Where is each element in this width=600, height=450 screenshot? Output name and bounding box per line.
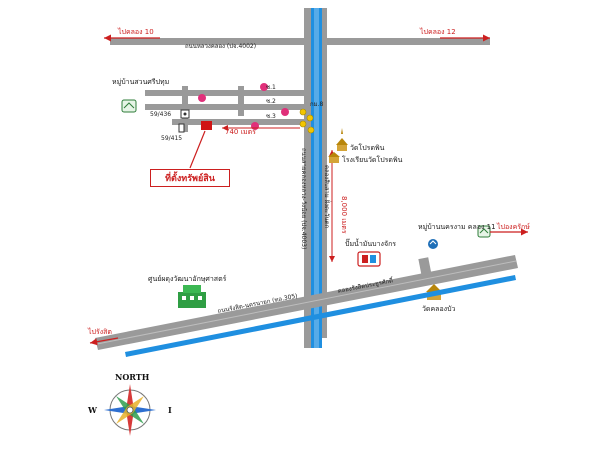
temple-label: วัดโปรดพิน [350,143,385,152]
pin-soi1 [260,83,268,91]
soi3-label: ซ.3 [266,113,276,120]
pin-soi2-right [281,108,289,116]
to-khlong12-label: ไปคลอง 12 [419,27,456,36]
vertical-road-label: ถนนสายคลองหลวง-วังน้อย (ปจ.4003) [300,148,307,249]
to-rangsit-arrow [89,337,119,346]
traffic-light-icon [299,108,315,134]
house-59-436-label: 59/436 [150,111,171,118]
soi-3-road [172,119,305,125]
north-label: NORTH [115,372,150,382]
top-road-label: ถนนหลวงคลอง (ปจ.4002) [185,43,256,50]
vertical-canal-inner [314,8,319,348]
east-label: I [168,405,172,415]
gas-station-icon [357,251,381,267]
soi-2-road [145,104,305,110]
gas-station-label: ปั๊มน้ำมันบางจักร [345,237,396,248]
km-marker-label: กม.8 [310,101,323,108]
to-ongkharak-label: ไปองครักษ์ [496,222,530,231]
medical-center-label: ศูนย์ผดุงวัฒนาอักษุศาสตร์ [148,275,227,283]
house-59-415-icon [178,123,185,133]
village-cross-road-1 [182,86,188,132]
soi-1-road [145,90,305,96]
hospital-building-icon [178,285,206,308]
village-cross-road-2 [238,86,244,116]
village-icon [121,99,137,113]
gas-side-road [418,257,432,277]
vertical-road-right [322,8,327,338]
pin-soi2-left [198,94,206,102]
village-top-label: หมู่บ้านสวนศรีปทุม [112,78,169,86]
house-59-436-dot [183,112,187,116]
property-location-box: ที่ตั้งทรัพย์สิน [150,169,230,187]
school-label: โรงเรียนวัดโปรดพิน [342,155,403,164]
vertical-canal [311,8,322,348]
soi1-label: ซ.1 [266,84,276,91]
temple-icon [336,128,348,151]
property-pointer-line [189,130,206,169]
to-rangsit-label: ไปรังสิต [87,327,112,336]
school-icon [328,152,340,163]
main-road-center [96,260,517,345]
to-khlong10-label: ไปคลอง 10 [117,27,154,36]
vertical-road [304,8,311,348]
main-canal [125,275,516,357]
top-road [110,38,490,45]
distance-8000-label: 8,000 เมตร [340,196,348,234]
temple-right-label: วัดคลองบัว [422,305,456,313]
soi2-label: ซ.2 [266,98,276,105]
west-label: W [87,405,98,415]
property-marker [201,121,212,130]
village-right-label: หมู่บ้านนครงาม คลอง 11 [418,223,496,231]
blue-circle-icon [428,239,438,249]
compass-rose-icon [104,384,156,436]
property-location-label: ที่ตั้งทรัพย์สิน [165,174,215,184]
vertical-canal-label: คลองสิบสาม ฝั่งตะวันตก [323,165,331,229]
house-59-415-label: 59/415 [161,135,182,142]
distance-740-label: 740 เมตร [225,128,256,136]
